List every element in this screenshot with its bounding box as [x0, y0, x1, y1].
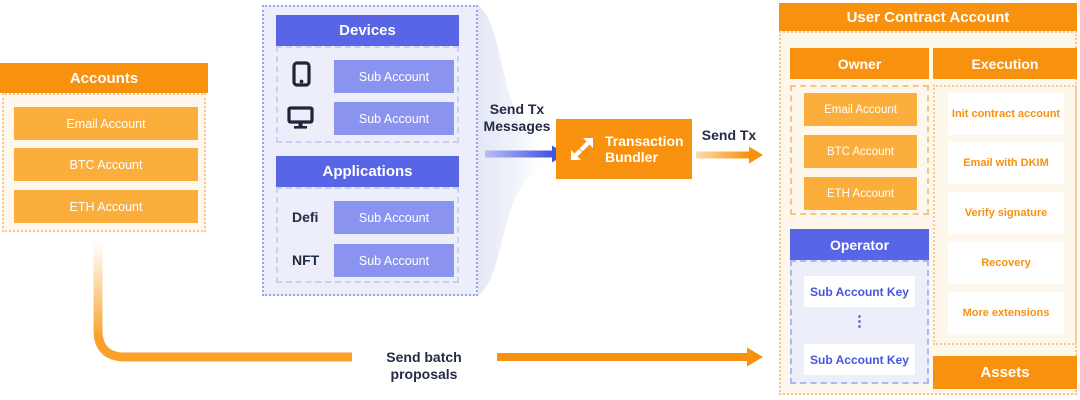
app-tag-nft: NFT: [292, 252, 320, 268]
batch-line: [93, 241, 763, 367]
bundler-label: Transaction Bundler: [605, 133, 684, 165]
execution-item-extensions: More extensions: [948, 292, 1064, 334]
devices-header: Devices: [276, 15, 459, 46]
execution-item-dkim: Email with DKIM: [948, 142, 1064, 184]
send-batch-label: Send batch proposals: [386, 349, 462, 382]
account-item-eth: ETH Account: [14, 190, 198, 223]
owner-header: Owner: [790, 48, 929, 79]
send-tx-arrow: [696, 146, 763, 164]
monitor-icon: [287, 106, 314, 129]
bundler-swap-icon: [571, 138, 593, 160]
execution-panel: Init contract account Email with DKIM Ve…: [933, 85, 1077, 345]
sub-account-button: Sub Account: [334, 201, 454, 234]
operator-header: Operator: [790, 229, 929, 260]
sub-account-button: Sub Account: [334, 102, 454, 135]
sub-account-button: Sub Account: [334, 60, 454, 93]
owner-item-email: Email Account: [804, 93, 917, 126]
execution-item-verify: Verify signature: [948, 192, 1064, 234]
applications-header: Applications: [276, 156, 459, 187]
sub-account-key: Sub Account Key: [804, 344, 915, 375]
owner-panel: Email Account BTC Account ETH Account: [790, 85, 929, 215]
client-groups-panel: Devices Sub Account Sub Account Applicat…: [262, 5, 478, 296]
contract-panel: Owner Email Account BTC Account ETH Acco…: [779, 31, 1077, 395]
send-tx-messages-label: Send Tx Messages: [483, 101, 551, 134]
send-tx-label: Send Tx: [701, 127, 757, 143]
transaction-bundler: Transaction Bundler: [556, 119, 692, 179]
phone-icon: [292, 61, 311, 87]
execution-item-init: Init contract account: [948, 93, 1064, 135]
account-item-btc: BTC Account: [14, 148, 198, 181]
account-item-email: Email Account: [14, 107, 198, 140]
accounts-panel: Email Account BTC Account ETH Account: [2, 93, 206, 232]
contract-header: User Contract Account: [779, 3, 1077, 31]
execution-item-recovery: Recovery: [948, 242, 1064, 284]
accounts-header: Accounts: [0, 63, 208, 93]
operator-panel: Sub Account Key ⋮ Sub Account Key: [790, 260, 929, 384]
assets-header: Assets: [933, 356, 1077, 389]
applications-panel: Defi Sub Account NFT Sub Account: [276, 187, 459, 283]
sub-account-button: Sub Account: [334, 244, 454, 277]
owner-item-btc: BTC Account: [804, 135, 917, 168]
app-tag-defi: Defi: [292, 209, 319, 225]
devices-panel: Sub Account Sub Account: [276, 46, 459, 143]
sub-account-key: Sub Account Key: [804, 276, 915, 307]
operator-ellipsis: ⋮: [852, 313, 867, 330]
owner-item-eth: ETH Account: [804, 177, 917, 210]
execution-header: Execution: [933, 48, 1077, 79]
